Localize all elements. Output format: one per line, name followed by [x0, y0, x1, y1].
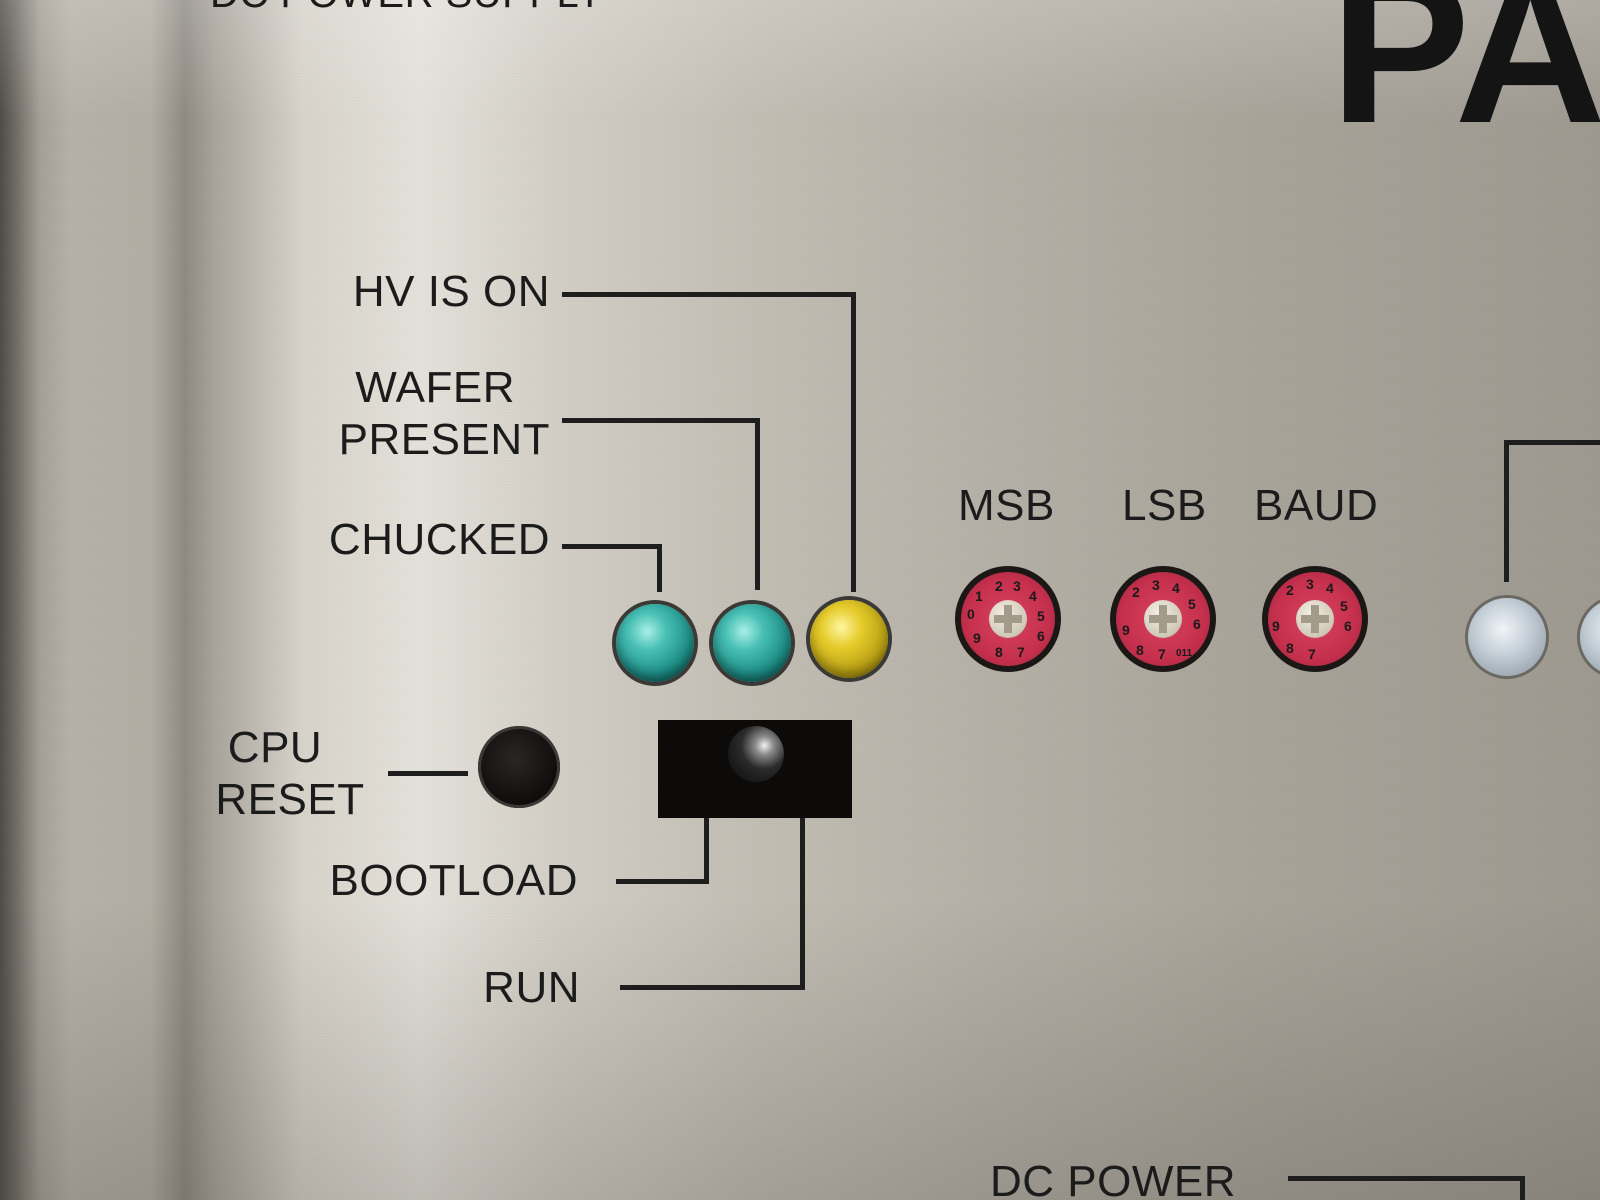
- cpu-label: CPU: [227, 723, 323, 772]
- dial-digit: 6: [1193, 616, 1201, 632]
- hv-leader-h: [562, 292, 856, 297]
- baud-label: BAUD: [1254, 481, 1379, 530]
- grey-led-1: [1468, 598, 1546, 676]
- wafer-leader-v: [755, 418, 760, 590]
- grey-led-2: [1580, 598, 1600, 676]
- present-label: PRESENT: [338, 415, 550, 464]
- dial-knob: [1296, 600, 1334, 638]
- cpu-reset-leader: [388, 771, 468, 776]
- dial-digit: 3: [1152, 577, 1160, 593]
- chucked-leader-v: [657, 544, 662, 592]
- left-edge-shadow: [0, 0, 40, 1200]
- reset-label: RESET: [215, 775, 365, 824]
- hv-is-on-label: HV IS ON: [352, 267, 550, 316]
- brand-lettering: PA: [1330, 0, 1600, 167]
- chucked-leader-h: [562, 544, 662, 549]
- dial-face: 2 3 4 5 6 9 8 7: [1268, 572, 1362, 666]
- dial-digit: 9: [1122, 622, 1130, 638]
- dc-power-leader-v: [1520, 1176, 1525, 1200]
- dial-digit: 4: [1029, 588, 1037, 604]
- dial-digit: 8: [1286, 640, 1294, 656]
- dial-digit: 6: [1037, 628, 1045, 644]
- msb-label: MSB: [958, 481, 1055, 530]
- wafer-leader-h: [562, 418, 760, 423]
- dial-knob: [1144, 600, 1182, 638]
- bootload-run-toggle-switch[interactable]: [658, 720, 852, 818]
- dial-face: 2 3 4 5 6 9 8 7 011: [1116, 572, 1210, 666]
- wafer-label: WAFER: [355, 363, 515, 412]
- toggle-lever: [728, 726, 784, 782]
- dial-digit: 4: [1326, 580, 1334, 596]
- right-bracket-h: [1506, 440, 1600, 445]
- msb-rotary-switch[interactable]: 0 1 2 3 4 5 6 7 8 9: [955, 566, 1061, 672]
- bootload-label: BOOTLOAD: [329, 856, 578, 905]
- dial-digit: 3: [1013, 578, 1021, 594]
- dial-digit: 9: [973, 630, 981, 646]
- dial-digit: 3: [1306, 576, 1314, 592]
- chucked-led: [616, 604, 694, 682]
- baud-rotary-switch[interactable]: 2 3 4 5 6 9 8 7: [1262, 566, 1368, 672]
- bootload-leader-v: [704, 818, 709, 884]
- chucked-label: CHUCKED: [328, 515, 550, 564]
- run-leader-v: [800, 818, 805, 990]
- hv-leader-v: [851, 292, 856, 592]
- dial-digit: 2: [995, 578, 1003, 594]
- right-bracket-v: [1504, 440, 1509, 582]
- dial-digit: 5: [1340, 598, 1348, 614]
- dc-power-label: DC POWER: [990, 1157, 1236, 1200]
- dial-digit: 7: [1017, 644, 1025, 660]
- dial-digit: 8: [1136, 642, 1144, 658]
- dial-digit: 7: [1308, 646, 1316, 662]
- dc-power-leader-h: [1288, 1176, 1524, 1181]
- dial-digit: 6: [1344, 618, 1352, 634]
- wafer-present-led: [713, 604, 791, 682]
- dial-digit: 8: [995, 644, 1003, 660]
- top-cut-label: DC POWER SUPPLY: [210, 0, 604, 20]
- cpu-reset-button[interactable]: [478, 726, 560, 808]
- lsb-rotary-switch[interactable]: 2 3 4 5 6 9 8 7 011: [1110, 566, 1216, 672]
- dial-digit: 7: [1158, 646, 1166, 662]
- dial-digit: 2: [1286, 582, 1294, 598]
- dial-digit: 1: [975, 588, 983, 604]
- run-label: RUN: [483, 963, 580, 1012]
- bootload-leader-h: [616, 879, 709, 884]
- dial-digit: 0: [967, 606, 975, 622]
- dial-digit: 5: [1037, 608, 1045, 624]
- dial-code: 011: [1176, 648, 1193, 659]
- hv-is-on-led: [810, 600, 888, 678]
- dial-face: 0 1 2 3 4 5 6 7 8 9: [961, 572, 1055, 666]
- dial-knob: [989, 600, 1027, 638]
- dial-digit: 9: [1272, 618, 1280, 634]
- dial-digit: 2: [1132, 584, 1140, 600]
- lsb-label: LSB: [1122, 481, 1207, 530]
- run-leader-h: [620, 985, 805, 990]
- dial-digit: 5: [1188, 596, 1196, 612]
- dial-digit: 4: [1172, 580, 1180, 596]
